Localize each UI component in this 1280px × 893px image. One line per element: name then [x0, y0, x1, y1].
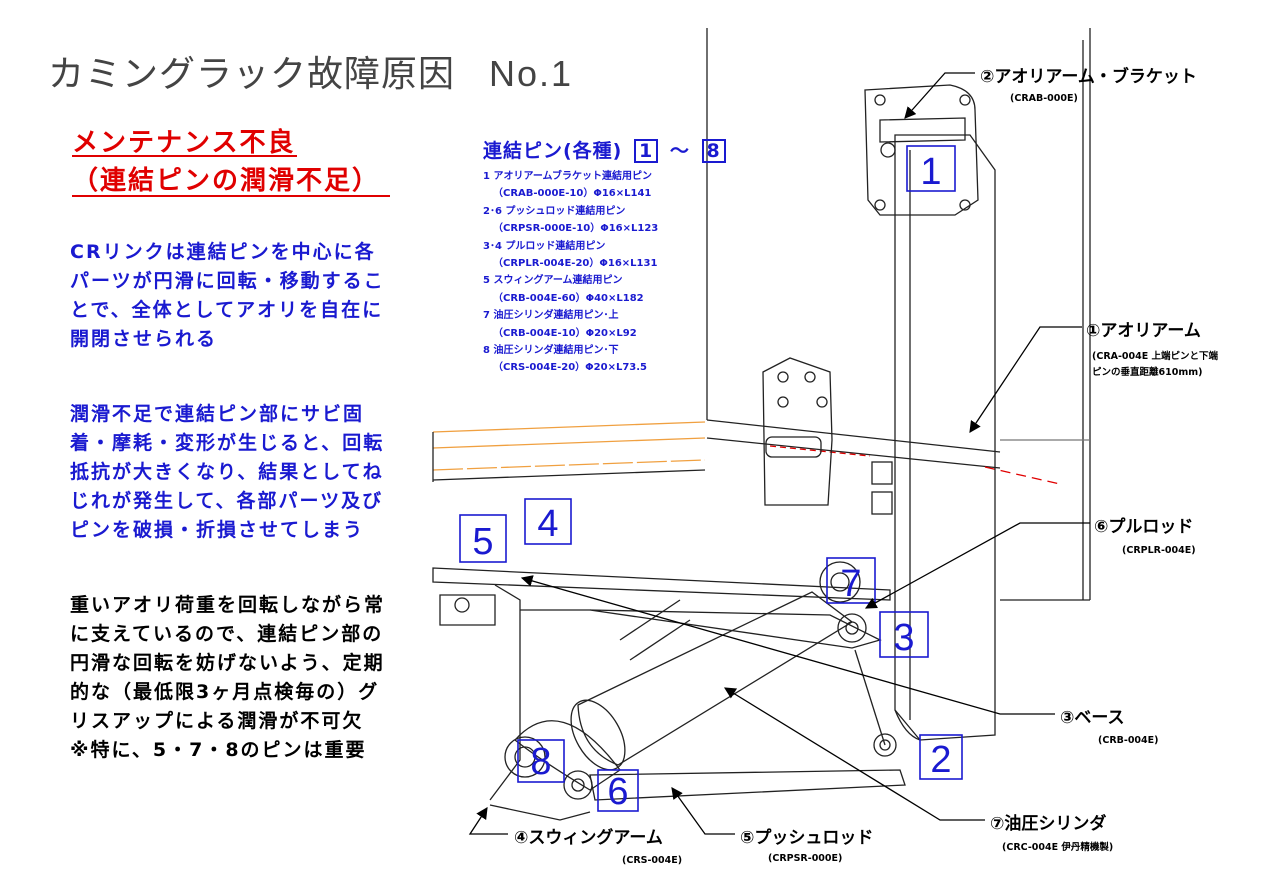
- subtitle-line1: メンテナンス不良: [72, 128, 296, 158]
- pin-item-name: 1 アオリアームブラケット連結用ピン: [483, 171, 652, 182]
- leader-cylinder: [724, 687, 985, 821]
- pin-marker-4: 4: [537, 503, 558, 545]
- pins-range-sep: ～: [669, 140, 690, 162]
- paragraph-line: に支えているので、連結ピン部の: [70, 623, 384, 645]
- pin-marker-6: 6: [607, 771, 628, 813]
- paragraph-line: 的な（最低限3ヶ月点検毎の）グ: [70, 681, 380, 703]
- leader-base: [520, 575, 1055, 715]
- pin-item-spec: （CRB-004E-60）Φ40×L182: [493, 292, 644, 304]
- pin-item-name: 3･4 プルロッド連結用ピン: [483, 240, 606, 252]
- pin-item-spec: （CRPLR-004E-20）Φ16×L131: [493, 258, 658, 270]
- pins-list: 連結ピン(各種) 1 ～ 8 1 アオリアームブラケット連結用ピン （CRAB-…: [483, 136, 730, 377]
- code-bracket: (CRAB-000E): [1010, 93, 1078, 104]
- paragraph-maintenance: 重いアオリ荷重を回転しながら常 に支えているので、連結ピン部の 円滑な回転を妨げ…: [70, 591, 385, 765]
- pin-marker-7: 7: [840, 563, 861, 605]
- paragraph-line: 抵抗が大きくなり、結果としてね: [70, 461, 384, 483]
- paragraph-line: 開閉させられる: [70, 328, 218, 350]
- pin-item-name: 8 油圧シリンダ連結用ピン･下: [483, 345, 619, 357]
- pin-item-name: 2･6 プッシュロッド連結用ピン: [483, 205, 626, 217]
- subtitle-line2: （連結ピンの潤滑不足）: [72, 166, 381, 196]
- paragraph-line: 着・摩耗・変形が生じると、回転: [70, 432, 385, 454]
- leader-pushrod: [671, 787, 735, 835]
- leader-swing: [468, 807, 508, 835]
- paragraph-overview: CRリンクは連結ピンを中心に各 パーツが円滑に回転・移動するこ とで、全体として…: [70, 238, 385, 354]
- page-title-number: No.1: [489, 53, 574, 94]
- pin-marker-2: 2: [930, 739, 951, 781]
- label-swing: ④スウィングアーム: [514, 828, 663, 848]
- pins-items: 1 アオリアームブラケット連結用ピン （CRAB-000E-10）Φ16×L14…: [483, 168, 730, 377]
- code-pushrod: (CRPSR-000E): [768, 853, 843, 864]
- code-arm-2: ピンの垂直距離610mm): [1092, 367, 1203, 378]
- label-pullrod: ⑥プルロッド: [1094, 517, 1194, 537]
- paragraph-line: 円滑な回転を妨げないよう、定期: [70, 652, 385, 674]
- pin-item-spec: （CRPSR-000E-10）Φ16×L123: [493, 223, 659, 235]
- page-title-main: カミングラック故障原因: [48, 54, 456, 95]
- paragraph-line: じれが発生して、各部パーツ及び: [70, 490, 384, 512]
- pin-marker-1: 1: [920, 151, 941, 193]
- pin-item-spec: （CRAB-000E-10）Φ16×L141: [493, 188, 652, 200]
- code-arm-1: (CRA-004E 上端ピンと下端: [1092, 351, 1219, 362]
- code-cylinder: (CRC-004E 伊丹精機製): [1002, 842, 1114, 853]
- pins-heading-text: 連結ピン(各種): [483, 140, 623, 162]
- label-pushrod: ⑤プッシュロッド: [740, 828, 874, 848]
- pins-range-to: 8: [701, 139, 726, 163]
- label-bracket: ②アオリアーム・ブラケット: [980, 67, 1197, 87]
- pin-item-spec: （CRS-004E-20）Φ20×L73.5: [493, 362, 648, 374]
- pin-marker-3: 3: [893, 617, 914, 659]
- pin-marker-5: 5: [472, 521, 493, 563]
- paragraph-line: リスアップによる潤滑が不可欠: [70, 710, 364, 732]
- pin-marker-2-box: [919, 734, 963, 780]
- pin-item-name: 7 油圧シリンダ連結用ピン･上: [483, 310, 619, 322]
- leader-bracket: [904, 72, 975, 119]
- pin-marker-4-box: [524, 498, 572, 545]
- subtitle-underline-2: [72, 195, 390, 197]
- paragraph-line: 潤滑不足で連結ピン部にサビ固: [70, 403, 365, 425]
- label-base: ③ベース: [1060, 708, 1125, 728]
- paragraph-line: ※特に、5・7・8のピンは重要: [70, 739, 367, 761]
- pin-marker-5-box: [459, 514, 507, 563]
- paragraph-line: ピンを破損・折損させてしまう: [70, 519, 365, 541]
- paragraph-line: とで、全体としてアオリを自在に: [70, 299, 384, 321]
- pins-heading: 連結ピン(各種) 1 ～ 8: [483, 136, 730, 163]
- label-arm: ①アオリアーム: [1086, 321, 1201, 341]
- page-title: カミングラック故障原因 No.1: [48, 45, 573, 97]
- code-swing: (CRS-004E): [622, 855, 683, 866]
- paragraph-line: パーツが円滑に回転・移動するこ: [70, 270, 385, 292]
- leader-arm: [969, 326, 1082, 433]
- pin-marker-8-box: [517, 739, 565, 783]
- pin-marker-8: 8: [530, 741, 551, 783]
- pin-marker-7-box: [826, 557, 876, 604]
- pin-marker-3-box: [879, 611, 929, 658]
- leader-pullrod: [864, 522, 1090, 609]
- pin-marker-6-box: [597, 769, 639, 812]
- label-cylinder: ⑦油圧シリンダ: [990, 814, 1107, 834]
- pin-marker-1-box: [906, 145, 956, 192]
- pin-item-name: 5 スウィングアーム連結用ピン: [483, 275, 623, 287]
- paragraph-line: CRリンクは連結ピンを中心に各: [70, 241, 376, 263]
- pin-item-spec: （CRB-004E-10）Φ20×L92: [493, 327, 637, 339]
- code-pullrod: (CRPLR-004E): [1122, 545, 1196, 556]
- paragraph-problem: 潤滑不足で連結ピン部にサビ固 着・摩耗・変形が生じると、回転 抵抗が大きくなり、…: [70, 400, 384, 545]
- code-base: (CRB-004E): [1098, 735, 1159, 746]
- pins-range-from: 1: [634, 139, 659, 163]
- subtitle-underline-1: [72, 155, 297, 157]
- paragraph-line: 重いアオリ荷重を回転しながら常: [70, 594, 386, 616]
